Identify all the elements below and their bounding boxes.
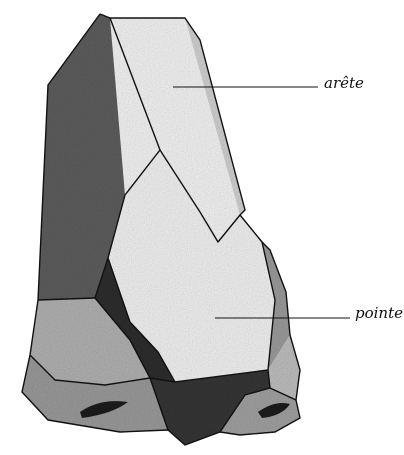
arete-label: arête (324, 76, 364, 91)
pointe-label: pointe (355, 306, 403, 321)
